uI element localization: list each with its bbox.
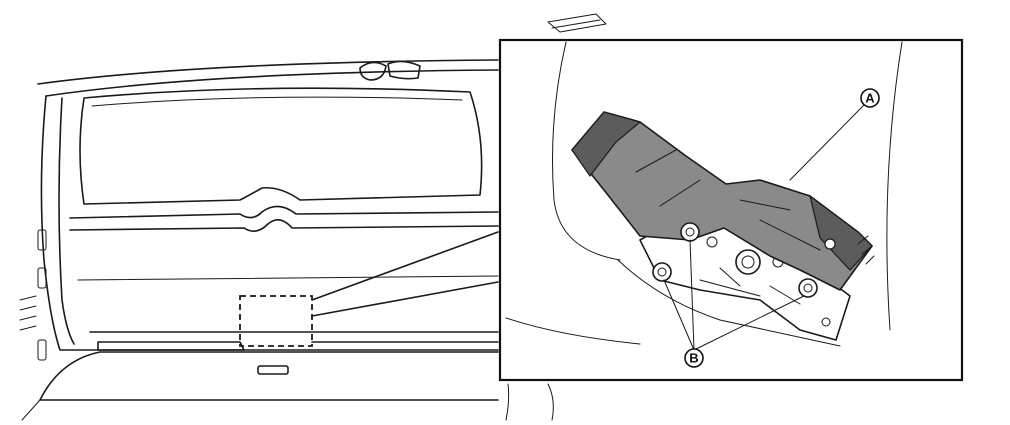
callout-a-leader: [789, 103, 866, 181]
rear-window-inner-top: [91, 96, 463, 107]
detail-leader-bottom: [311, 281, 499, 317]
left-reflector-2: [37, 267, 47, 289]
detail-panel-lower: [505, 317, 641, 345]
roof-inner-line: [45, 69, 499, 97]
tailgate-inner-left: [58, 97, 75, 345]
callout-a-circle: [860, 88, 880, 108]
outside-frame-line-1: [547, 383, 554, 421]
callout-b-circle: [684, 348, 704, 368]
plate-recess-top-2: [69, 219, 499, 232]
tailgate-handle: [257, 365, 289, 375]
callout-a-label: A: [865, 91, 875, 106]
actuator-screw: [824, 238, 836, 250]
actuator-connector-ribs: [857, 235, 875, 265]
bolt-upper: [680, 222, 700, 242]
left-reflector-3: [37, 339, 47, 361]
detail-panel-left: [552, 41, 621, 261]
tailgate-outer-left: [40, 95, 499, 351]
callout-b-leaders: [663, 239, 805, 351]
actuator-end-cap: [571, 111, 642, 178]
plate-recess-top: [69, 205, 499, 219]
actuator-connector: [809, 194, 873, 271]
bolt-right: [798, 278, 818, 298]
latch-striker-inner: [741, 255, 755, 269]
detail-view: A B: [498, 38, 964, 382]
latch-mechanism-lines: [699, 267, 801, 305]
latch-striker-hole: [735, 249, 761, 275]
detail-leader-top: [311, 231, 499, 301]
detail-panel-bottom-edge: [617, 259, 841, 347]
panel-line: [77, 275, 499, 281]
top-right-trim: [547, 13, 607, 33]
bumper-top: [39, 351, 499, 401]
lower-trim-left-pad: [97, 341, 245, 351]
top-spoiler-mount: [387, 60, 421, 80]
actuator-detail-lines: [635, 149, 821, 251]
rear-window: [79, 87, 483, 205]
callout-b-label: B: [689, 351, 698, 366]
latch-rivet-1: [706, 236, 718, 248]
detail-panel-right: [886, 41, 903, 331]
bolt-left: [652, 262, 672, 282]
roof-line: [37, 59, 499, 85]
left-vent-grille: [19, 295, 37, 331]
left-lower-edge: [21, 399, 41, 421]
latch-rivet-3: [821, 317, 831, 327]
top-camera: [359, 61, 387, 81]
top-right-trim-line: [551, 19, 601, 29]
vehicle-rear-view: [19, 13, 607, 421]
left-reflector-1: [37, 229, 47, 251]
outside-frame-line-2: [505, 383, 510, 421]
latch-location-box: [239, 295, 313, 347]
